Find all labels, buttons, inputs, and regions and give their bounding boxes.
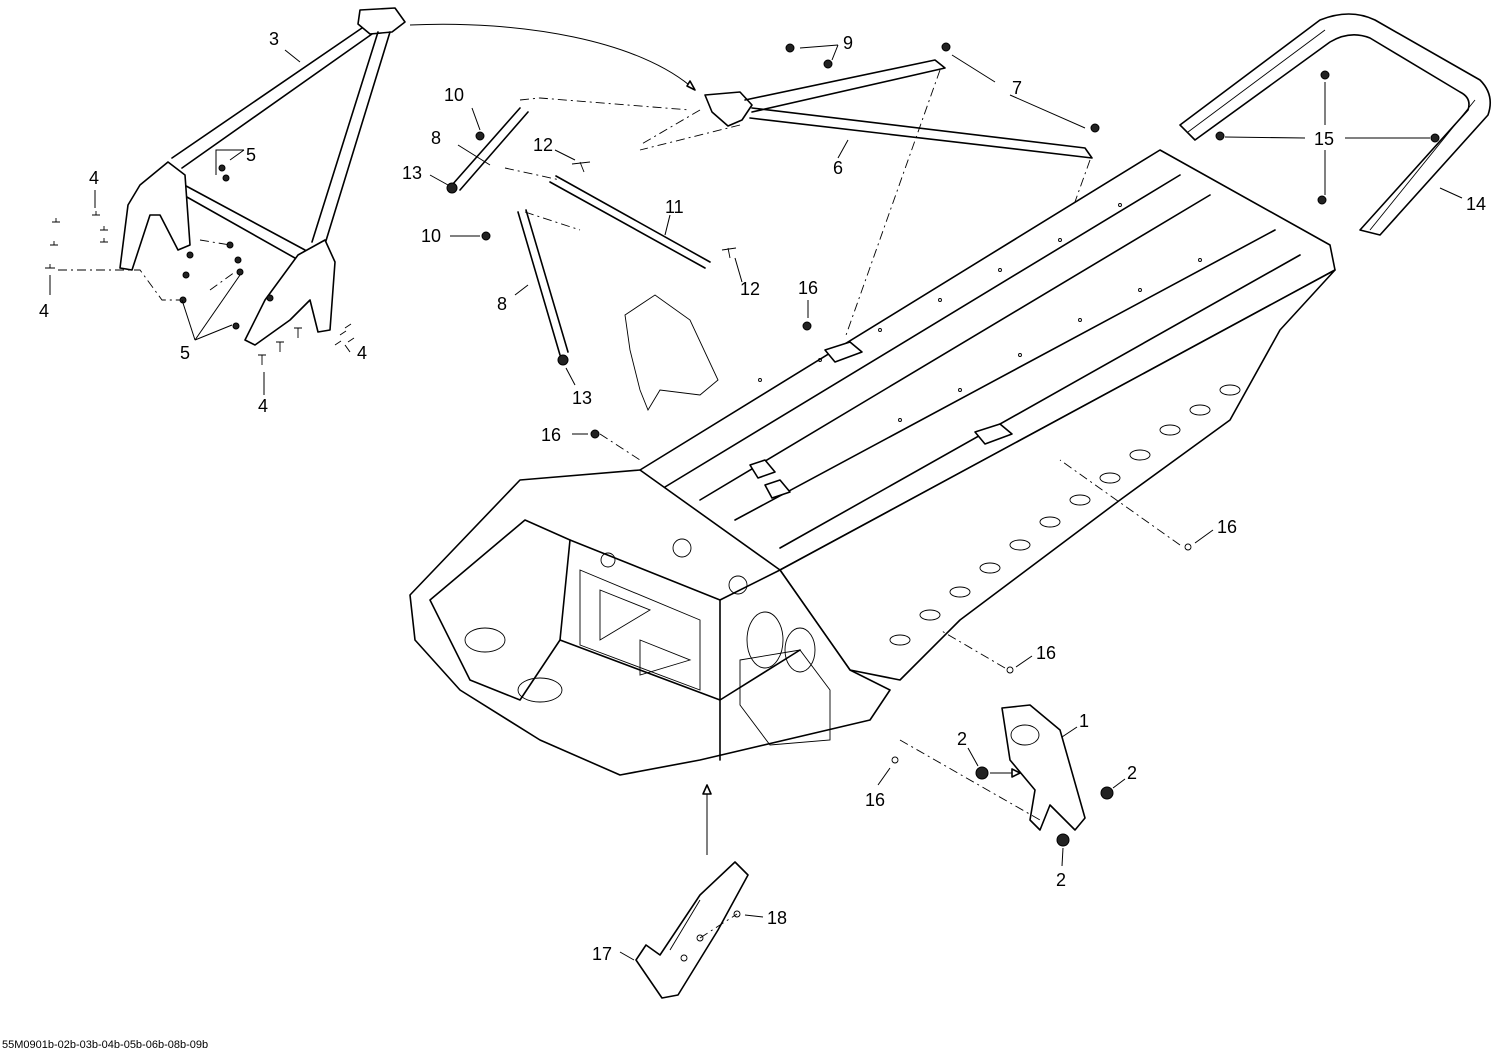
callout-17: 17: [592, 944, 612, 964]
callout-1: 1: [1079, 711, 1089, 731]
callout-10: 10: [421, 226, 441, 246]
callout-8: 8: [431, 128, 441, 148]
callout-3: 3: [269, 29, 279, 49]
bolt-set-left: [45, 164, 244, 304]
screw-16-set: [572, 300, 1214, 786]
callout-4: 4: [89, 168, 99, 188]
skirt-cutouts: [889, 384, 1241, 646]
chassis-tunnel: [409, 149, 1336, 776]
bolt-set-right: [232, 294, 355, 365]
callout-9: 9: [843, 33, 853, 53]
callout-18: 18: [767, 908, 787, 928]
callout-labels: 1 2 2 2 3 4 4 4 4 5 5 6 7 8 8 9 10 10 11…: [39, 29, 1486, 964]
callout-13: 13: [572, 388, 592, 408]
diagram-reference-code: 55M0901b-02b-03b-04b-05b-06b-08b-09b: [2, 1039, 208, 1051]
callout-15: 15: [1314, 129, 1334, 149]
callout-4: 4: [357, 343, 367, 363]
rear-bracket-assembly: [899, 704, 1126, 867]
rear-bumper-assembly: [1179, 13, 1491, 236]
callout-2: 2: [1127, 763, 1137, 783]
callout-16: 16: [541, 425, 561, 445]
callout-11: 11: [665, 197, 684, 217]
callout-2: 2: [957, 729, 967, 749]
tunnel-rivets: [758, 203, 1202, 422]
callout-10: 10: [444, 85, 464, 105]
callout-13: 13: [402, 163, 422, 183]
rail-guide-assembly: [619, 784, 764, 999]
callout-2: 2: [1056, 870, 1066, 890]
callout-5: 5: [180, 343, 190, 363]
callout-4: 4: [258, 396, 268, 416]
callout-7: 7: [1012, 78, 1022, 98]
callout-8: 8: [497, 294, 507, 314]
callout-4: 4: [39, 301, 49, 321]
callout-16: 16: [865, 790, 885, 810]
callout-16: 16: [1217, 517, 1237, 537]
callout-12: 12: [533, 135, 553, 155]
callout-12: 12: [740, 279, 760, 299]
callout-6: 6: [833, 158, 843, 178]
callout-16: 16: [798, 278, 818, 298]
callout-14: 14: [1466, 194, 1486, 214]
link-rod-assembly: [429, 97, 743, 412]
front-support-assembly: [45, 7, 696, 395]
callout-16: 16: [1036, 643, 1056, 663]
callout-5: 5: [246, 145, 256, 165]
